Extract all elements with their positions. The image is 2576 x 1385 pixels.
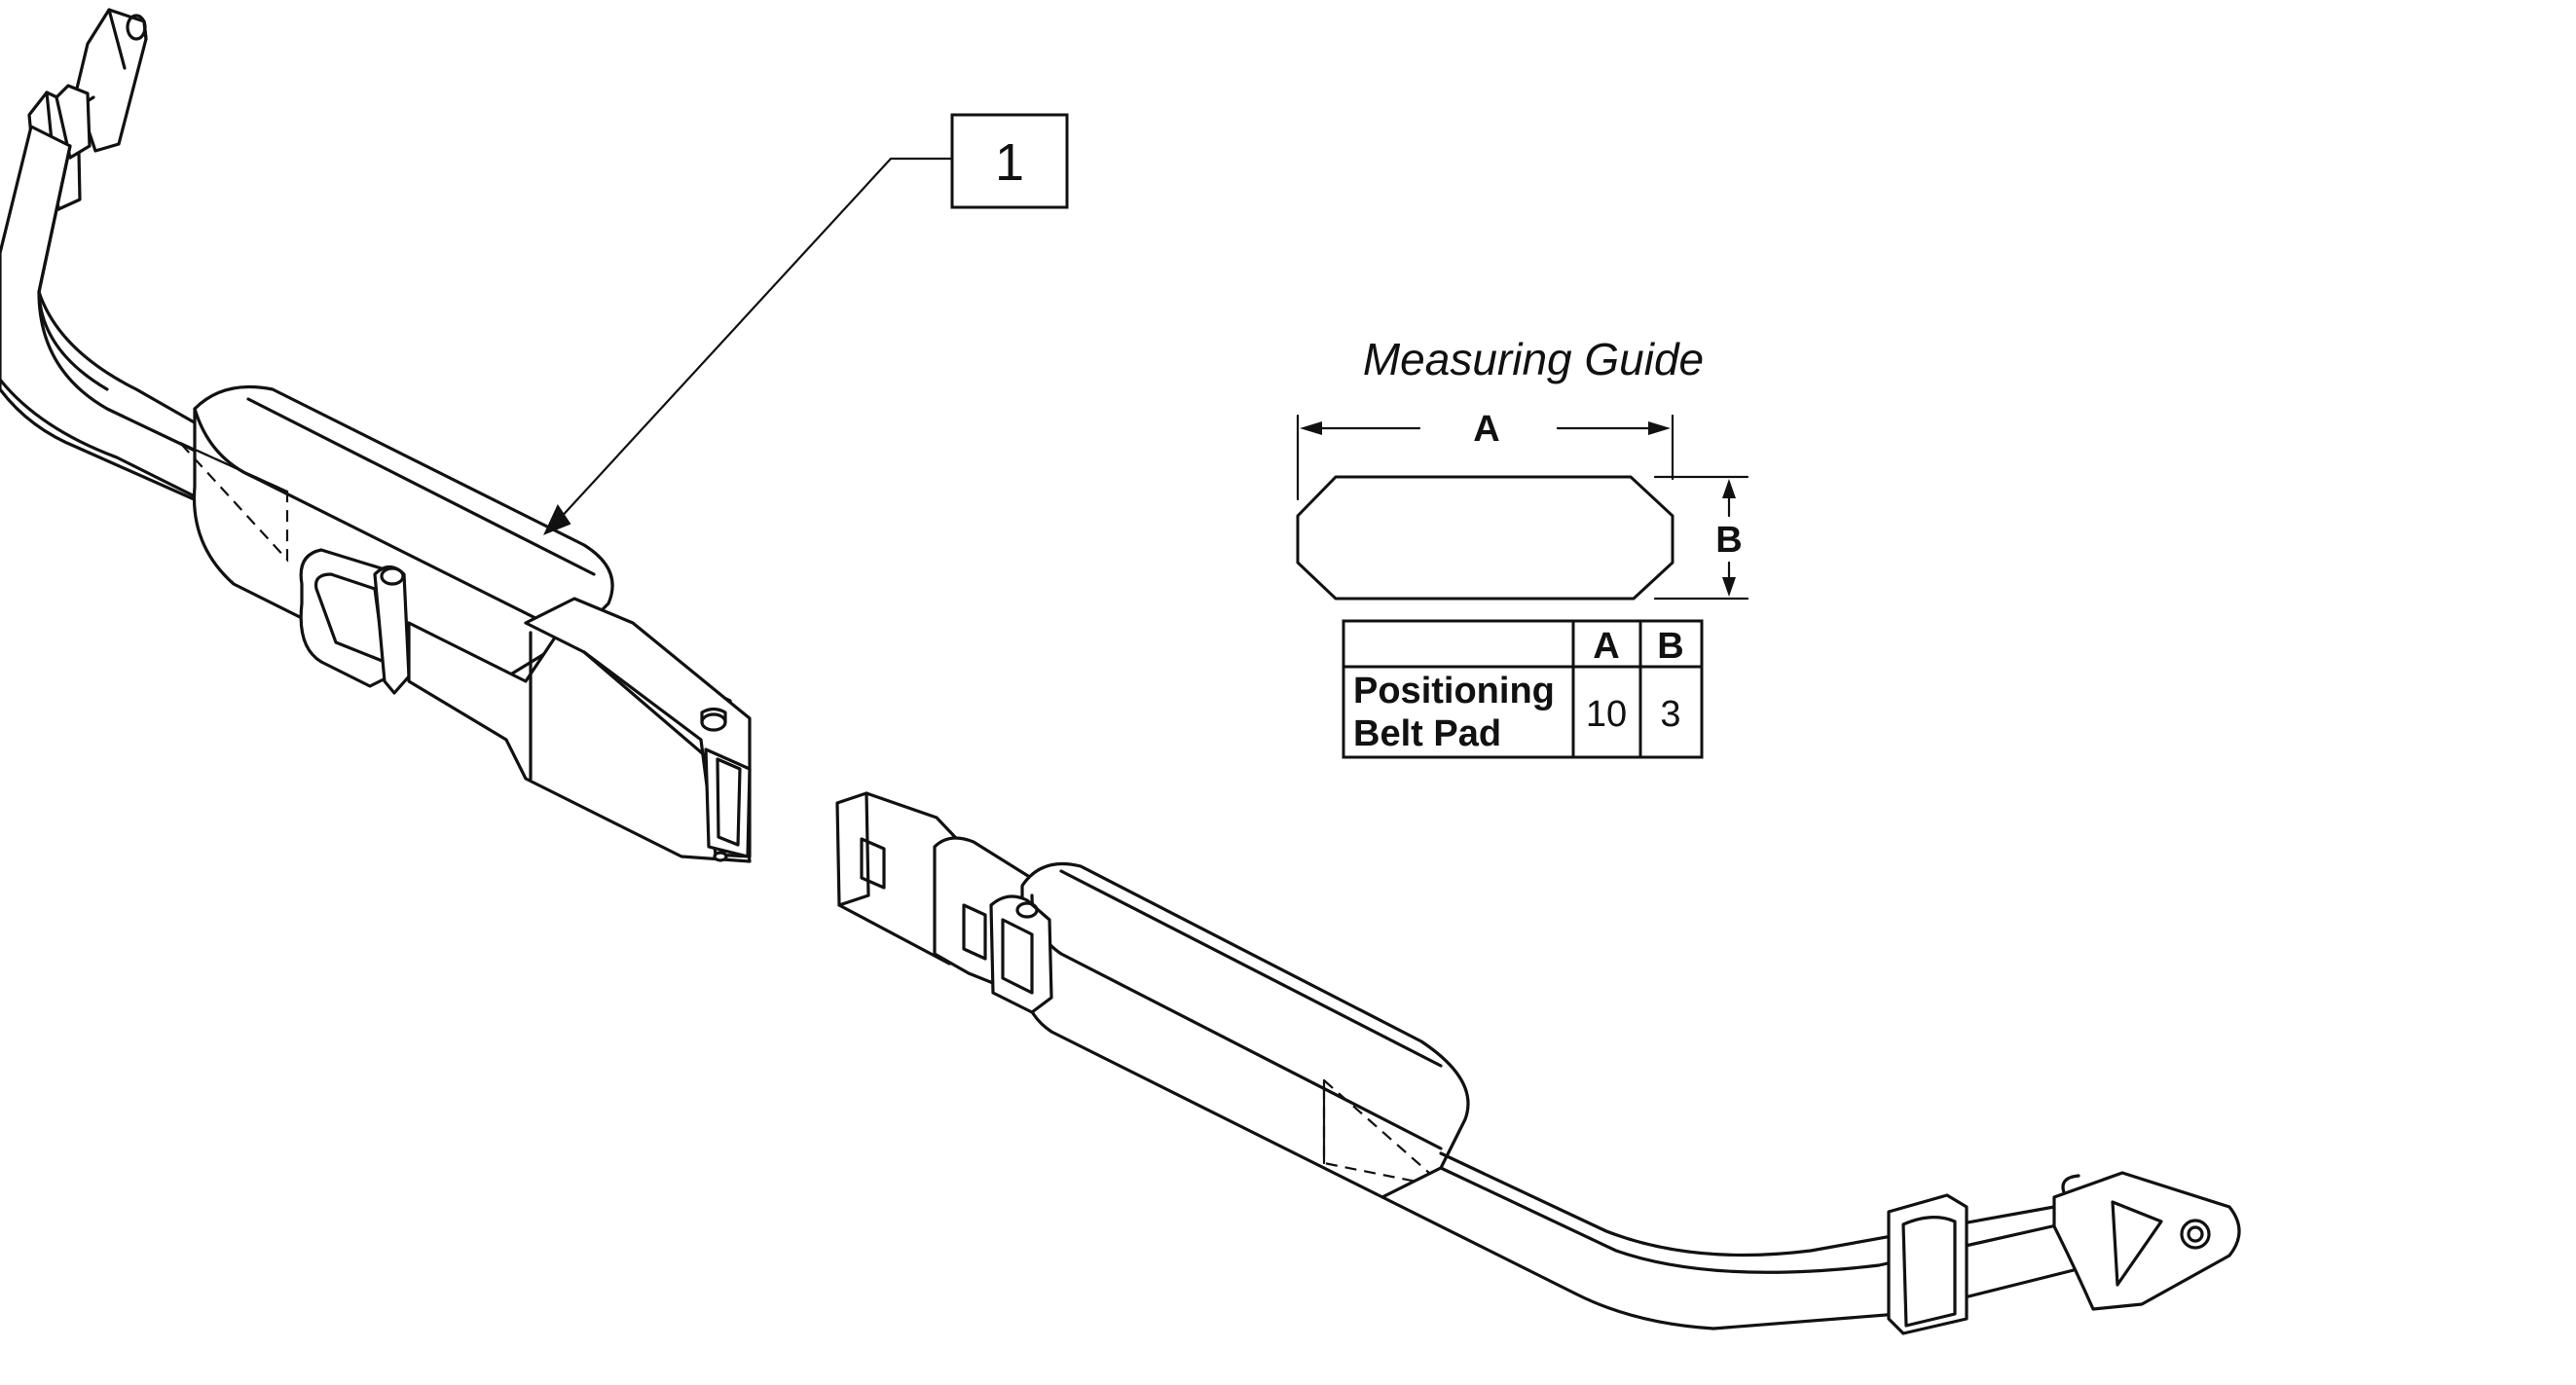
dimension-b-label: B: [1715, 520, 1742, 561]
table-header-b: B: [1657, 626, 1683, 667]
left-d-ring: [299, 548, 411, 695]
right-end-mount: [2052, 1171, 2241, 1311]
right-strap: [1380, 1151, 2095, 1330]
dimension-a: A: [1296, 409, 1674, 501]
dimension-a-label: A: [1473, 409, 1499, 450]
callout-box: 1: [950, 113, 1069, 209]
table-cell-b: 3: [1660, 694, 1680, 735]
callout-leader: [543, 157, 954, 535]
measuring-guide: Measuring Guide A B: [1296, 334, 1749, 759]
right-pad: [1020, 861, 1470, 1199]
right-belt-assembly: [835, 791, 2241, 1335]
pad-outline: [1296, 475, 1674, 601]
table-row-label-line1: Positioning: [1353, 671, 1555, 711]
table-cell-a: 10: [1586, 694, 1627, 735]
dimension-b: B: [1653, 475, 1749, 601]
left-buckle: [407, 597, 752, 863]
left-strap: [0, 125, 547, 664]
right-d-ring: [989, 894, 1053, 1014]
table-header-a: A: [1593, 626, 1619, 667]
callout-number: 1: [995, 133, 1024, 192]
left-belt-assembly: [0, 8, 752, 863]
right-adjuster: [1887, 1193, 1969, 1335]
left-pad: [178, 384, 614, 703]
table-row-label-line2: Belt Pad: [1353, 713, 1501, 754]
guide-title: Measuring Guide: [1363, 334, 1704, 384]
size-table: A B Positioning Belt Pad 10 3: [1342, 619, 1704, 759]
